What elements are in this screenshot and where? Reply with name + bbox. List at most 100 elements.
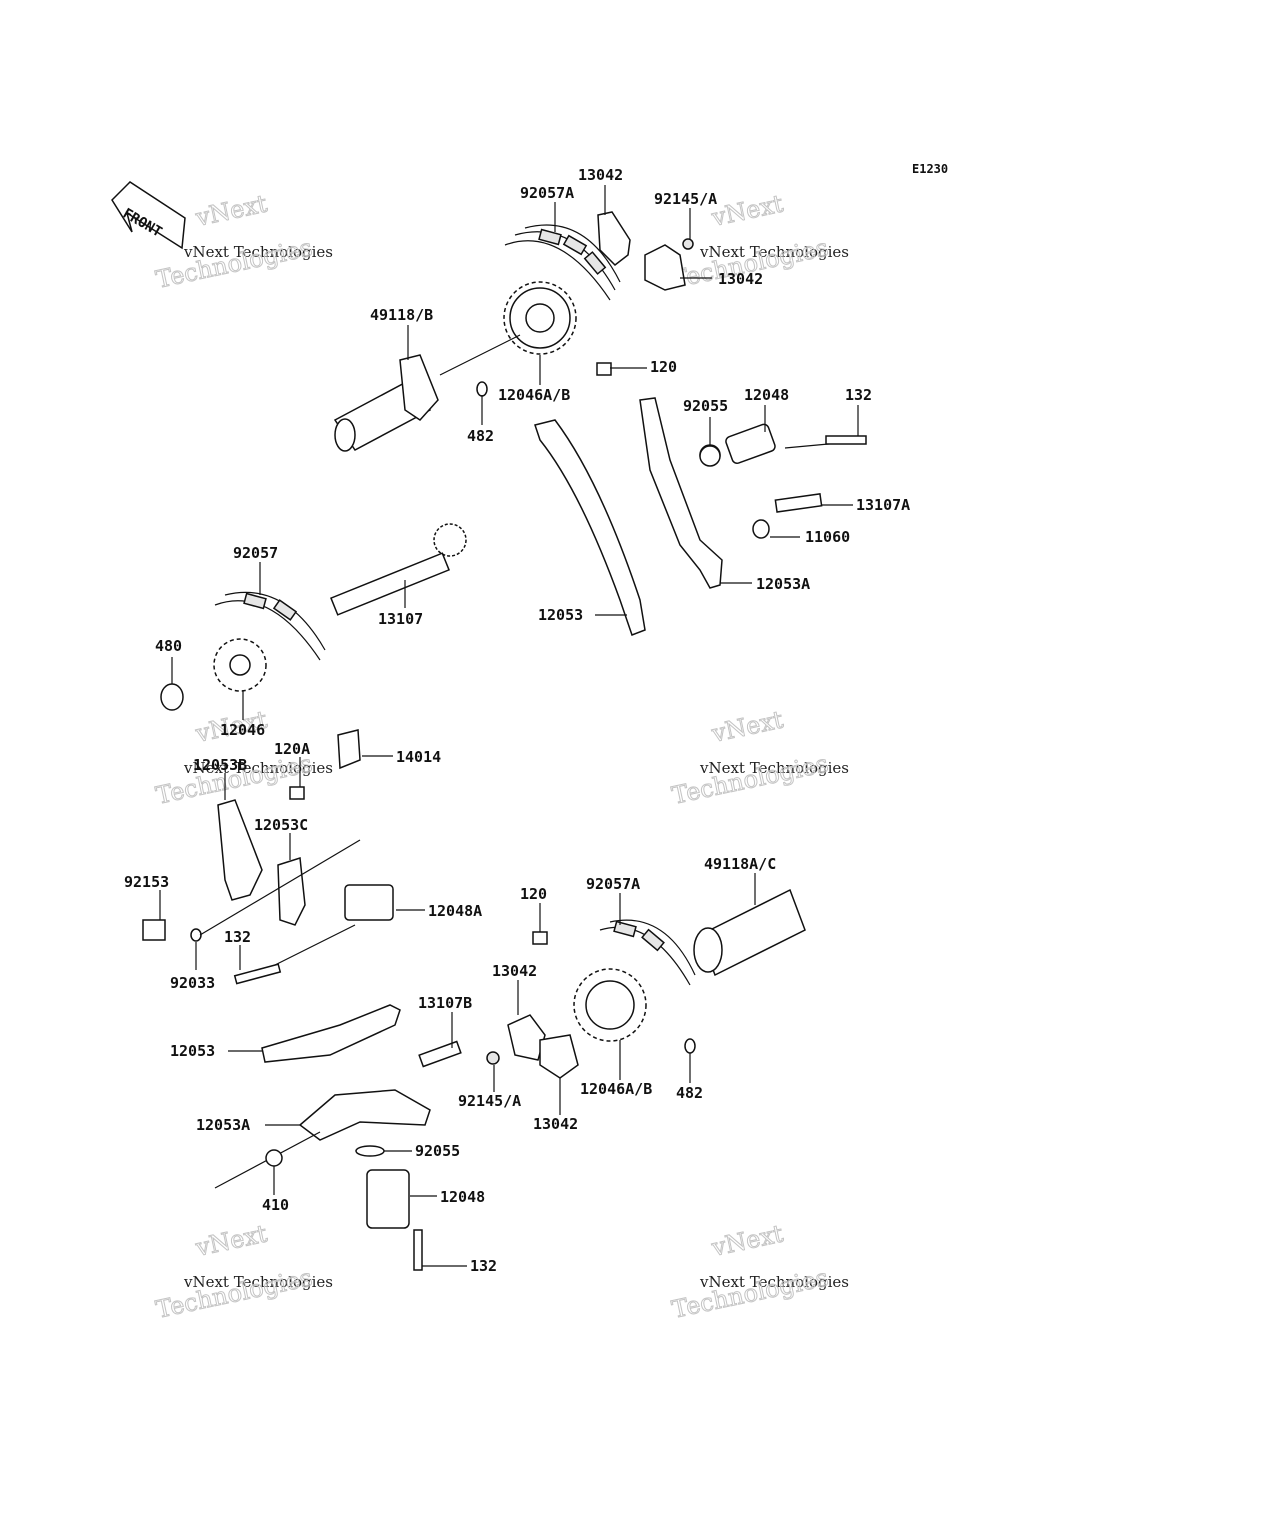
svg-text:vNext: vNext [192,1219,270,1262]
ring-482-bottom [684,1038,696,1054]
cam-sprocket-top [503,281,577,355]
label-13107B: 13107B [418,994,472,1012]
bolt-13107B [418,1040,462,1068]
timing-chain-92057 [214,591,326,661]
label-13107A: 13107A [856,496,910,514]
label-132: 132 [470,1257,497,1275]
watermark: vNext Technologies vNext Technologies [153,1219,333,1324]
weight-13042-top-b [644,244,686,291]
bolt-92153 [142,919,166,941]
label-13042: 13042 [533,1115,578,1133]
label-13042: 13042 [718,270,763,288]
bolt-120-top [596,362,612,376]
chain-guide-12053-bottom [261,1004,401,1063]
ring-92033 [190,928,202,942]
leader-lines [159,185,859,1267]
label-12053A: 12053A [756,575,810,593]
camshaft-top [333,334,521,452]
svg-text:vNext Technologies: vNext Technologies [183,1273,333,1291]
label-12046AB: 12046A/B [498,386,570,404]
weight-13042-bottom-b [539,1034,579,1079]
tensioner-guide-12053A-bottom [298,1089,431,1141]
oring-92055-bottom [355,1145,385,1157]
label-92057: 92057 [233,544,278,562]
label-92145A: 92145/A [458,1092,521,1110]
front-arrow-icon: FRONT [111,181,186,250]
label-120: 120 [650,358,677,376]
label-49118AC: 49118A/C [704,855,776,873]
timing-chain-top [504,224,621,301]
label-11060: 11060 [805,528,850,546]
label-12046: 12046 [220,721,265,739]
label-14014: 14014 [396,748,441,766]
tensioner-12048-bottom [366,1169,410,1229]
label-92153: 92153 [124,873,169,891]
timing-chain-92057A-bottom [599,919,696,986]
oring-92055-top [699,445,721,467]
chain-guide-12053-top [534,419,646,636]
tensioner-12048A [344,884,394,921]
shaft-13107 [330,523,467,616]
label-92055: 92055 [683,397,728,415]
guide-12053C [277,857,306,926]
svg-text:vNext Technologies: vNext Technologies [183,243,333,261]
label-92057A: 92057A [586,875,640,893]
svg-text:vNext: vNext [708,1219,786,1262]
ring-482-top [476,381,488,397]
label-480: 480 [155,637,182,655]
bolt-120-bottom [532,931,548,945]
label-92033: 92033 [170,974,215,992]
label-12048: 12048 [440,1188,485,1206]
weight-13042-top-a [597,211,631,266]
label-92057A: 92057A [520,184,574,202]
label-12053C: 12053C [254,816,308,834]
label-12053: 12053 [538,606,583,624]
label-12048: 12048 [744,386,789,404]
watermark: vNext Technologies vNext Technologies [669,1219,849,1324]
label-12053: 12053 [170,1042,215,1060]
label-132: 132 [845,386,872,404]
svg-text:vNext Technologies: vNext Technologies [699,759,849,777]
label-13042: 13042 [578,166,623,184]
tensioner-12048-top [699,423,867,466]
svg-text:vNext: vNext [192,189,270,232]
svg-text:vNext: vNext [708,189,786,232]
label-13107: 13107 [378,610,423,628]
label-120: 120 [520,885,547,903]
ring-480 [160,683,184,711]
label-92145A: 92145/A [654,190,717,208]
camshaft-49118AC [693,888,806,977]
label-132: 132 [224,928,251,946]
svg-text:vNext Technologies: vNext Technologies [183,759,333,777]
gear-12046 [213,638,267,692]
cam-sprocket-bottom [573,968,647,1042]
svg-text:vNext Technologies: vNext Technologies [699,1273,849,1291]
label-12053B: 12053B [193,756,247,774]
spring-92145A-bottom [486,1051,500,1065]
label-49118B: 49118/B [370,306,433,324]
svg-text:vNext Technologies: vNext Technologies [699,243,849,261]
label-92055: 92055 [415,1142,460,1160]
label-12046AB: 12046A/B [580,1080,652,1098]
label-120A: 120A [274,740,310,758]
bolt-132-bottom [413,1229,423,1271]
label-482: 482 [467,427,494,445]
bracket-14014 [337,729,361,770]
label-13042: 13042 [492,962,537,980]
svg-text:vNext: vNext [708,705,786,748]
bolt-120A [289,786,305,800]
washer-11060 [752,519,770,539]
label-12048A: 12048A [428,902,482,920]
guide-12053B [217,799,263,901]
part-labels: 13042 92057A 92145/A 13042 49118/B 120 1… [124,166,910,1275]
tensioner-guide-12053A-top [639,397,723,589]
watermark: vNext Technologies vNext Technologies [669,705,849,810]
label-12053A: 12053A [196,1116,250,1134]
label-482: 482 [676,1084,703,1102]
washer-410 [265,1149,283,1167]
bolt-132-mid [233,963,282,985]
bolt-13107A [774,493,823,513]
diagram-code: E1230 [912,162,948,176]
spring-92145A-top [682,238,694,250]
